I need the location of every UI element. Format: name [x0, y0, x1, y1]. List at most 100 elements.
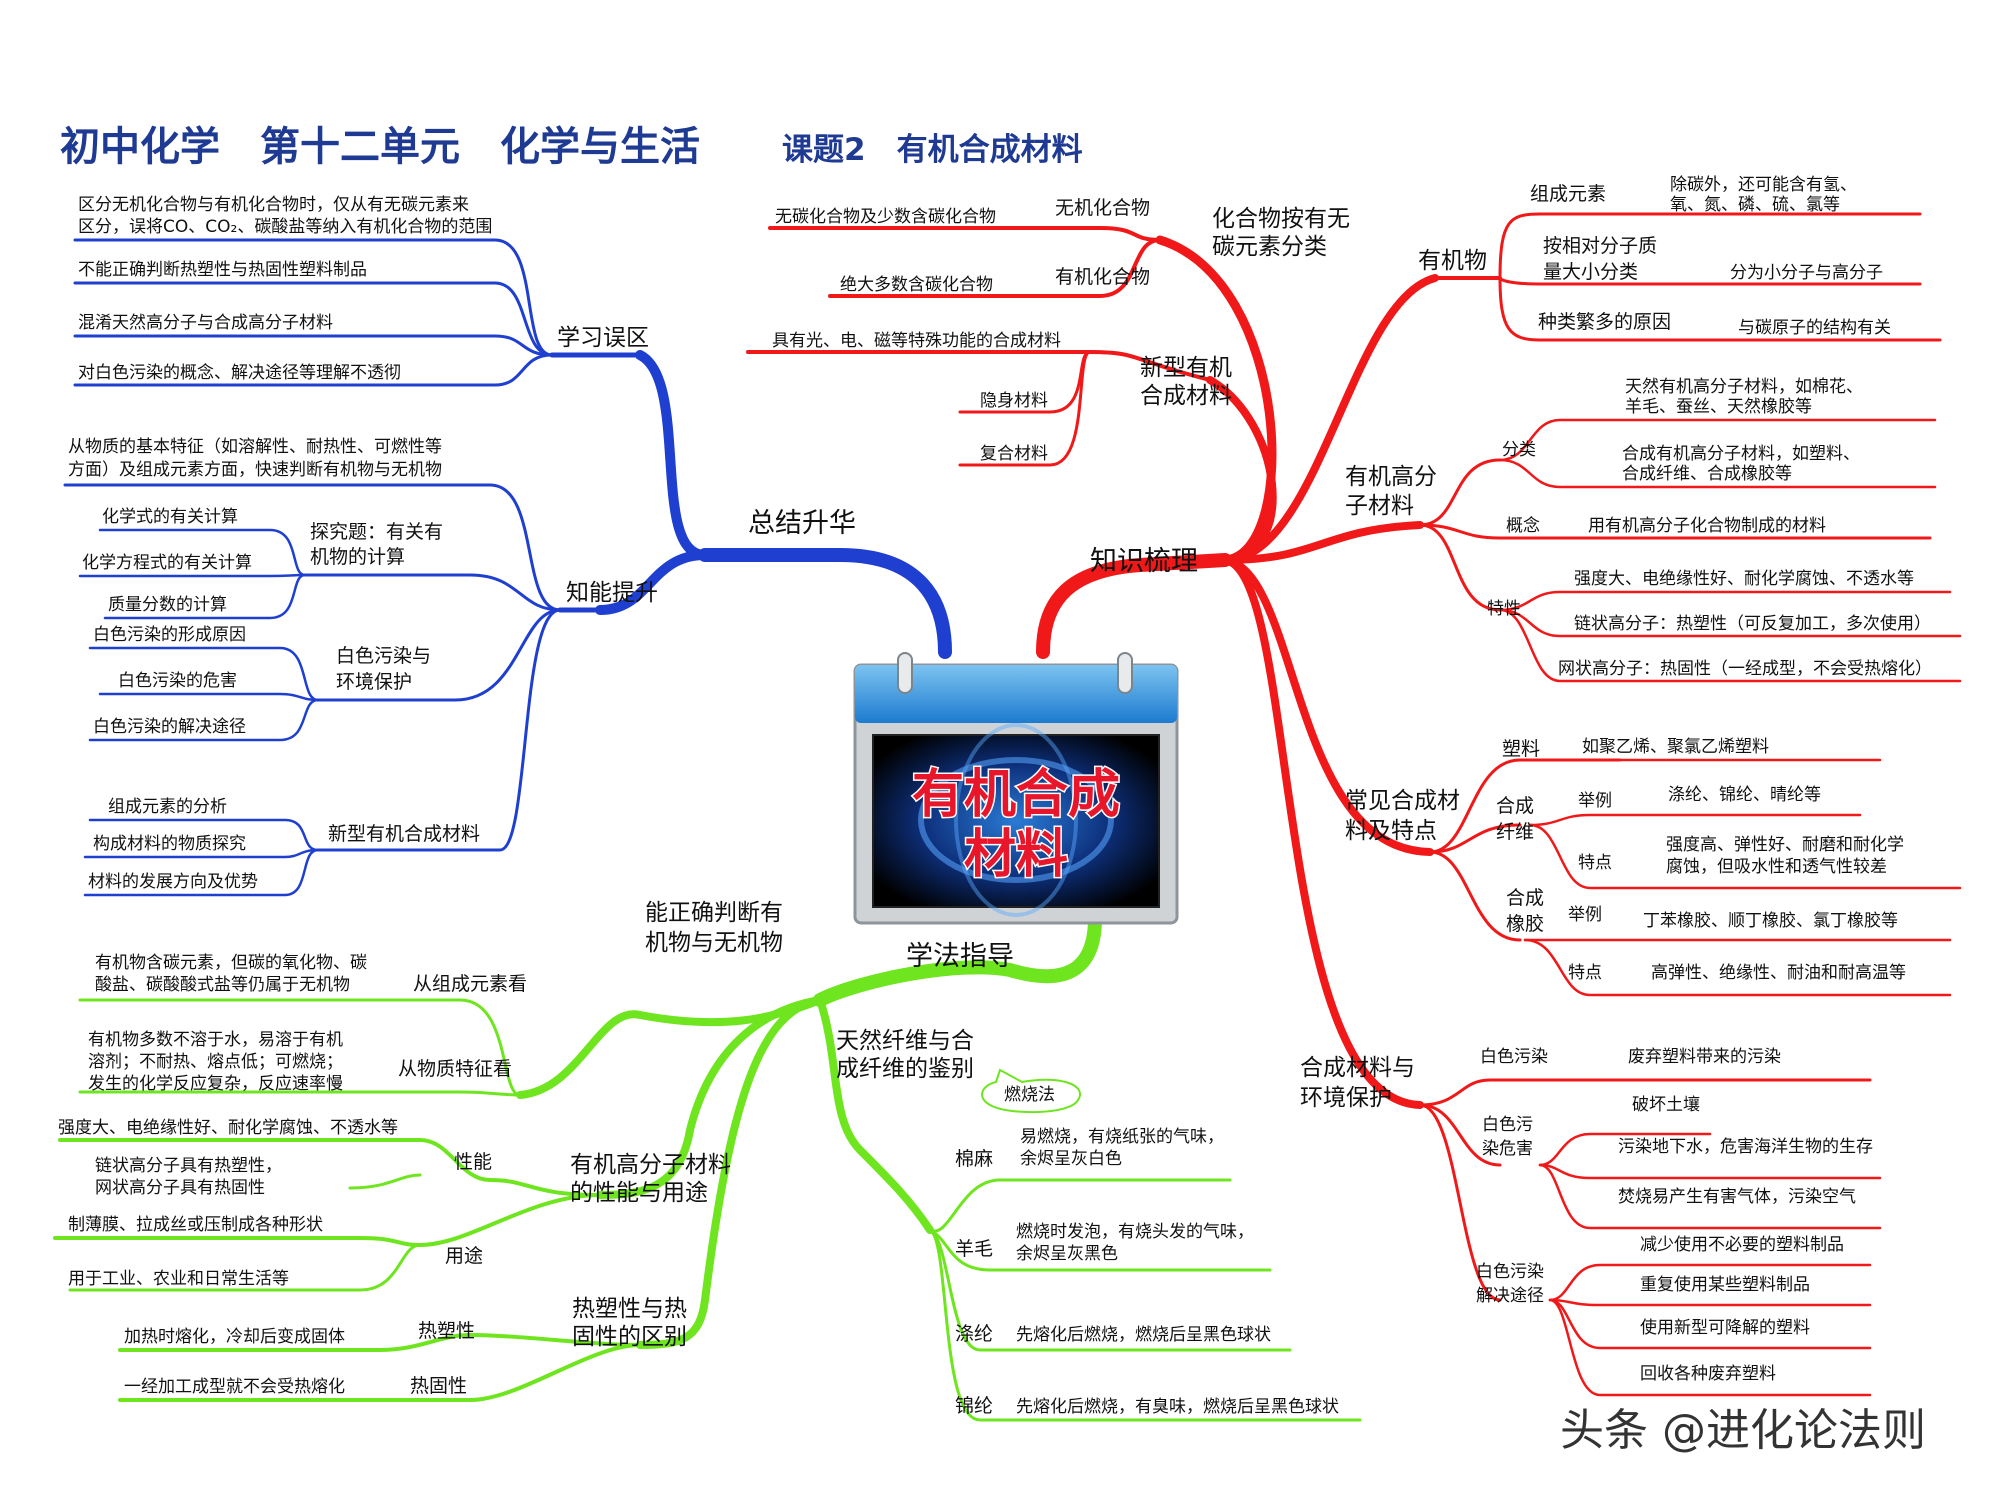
svg-text:减少使用不必要的塑料制品: 减少使用不必要的塑料制品 — [1640, 1234, 1844, 1255]
svg-text:合成纤维、合成橡胶等: 合成纤维、合成橡胶等 — [1622, 464, 1792, 484]
svg-text:一经加工成型就不会受热熔化: 一经加工成型就不会受热熔化 — [124, 1377, 345, 1397]
svg-text:易燃烧，有烧纸张的气味，: 易燃烧，有烧纸张的气味， — [1020, 1127, 1224, 1147]
svg-text:天然纤维与合: 天然纤维与合 — [836, 1028, 974, 1054]
svg-text:燃烧法: 燃烧法 — [1004, 1085, 1055, 1105]
svg-text:组成元素的分析: 组成元素的分析 — [108, 797, 227, 817]
svg-text:白色污染与: 白色污染与 — [336, 645, 431, 667]
branch-zongjie — [63, 238, 952, 897]
svg-text:合成材料: 合成材料 — [1140, 383, 1232, 409]
svg-text:白色污: 白色污 — [1482, 1115, 1533, 1135]
svg-text:用于工业、农业和日常生活等: 用于工业、农业和日常生活等 — [68, 1269, 289, 1289]
svg-text:常见合成材: 常见合成材 — [1345, 788, 1460, 814]
svg-text:化学式的有关计算: 化学式的有关计算 — [102, 507, 238, 527]
svg-text:质量分数的计算: 质量分数的计算 — [108, 595, 227, 615]
svg-text:混淆天然高分子与合成高分子材料: 混淆天然高分子与合成高分子材料 — [78, 313, 333, 333]
svg-text:碳元素分类: 碳元素分类 — [1212, 234, 1327, 260]
svg-text:新型有机: 新型有机 — [1140, 355, 1232, 381]
svg-text:机物与无机物: 机物与无机物 — [645, 930, 783, 956]
svg-text:区分，误将CO、CO₂、碳酸盐等纳入有机化合物的范围: 区分，误将CO、CO₂、碳酸盐等纳入有机化合物的范围 — [78, 217, 492, 237]
svg-text:构成材料的物质探究: 构成材料的物质探究 — [93, 834, 246, 854]
svg-text:无机化合物: 无机化合物 — [1055, 197, 1150, 219]
svg-text:举例: 举例 — [1568, 905, 1602, 925]
svg-text:特点: 特点 — [1568, 963, 1602, 983]
svg-text:白色污染: 白色污染 — [1480, 1047, 1548, 1067]
svg-text:发生的化学反应复杂，反应速率慢: 发生的化学反应复杂，反应速率慢 — [88, 1073, 343, 1094]
svg-text:焚烧易产生有害气体，污染空气: 焚烧易产生有害气体，污染空气 — [1618, 1187, 1856, 1207]
svg-text:方面）及组成元素方面，快速判断有机物与无机物: 方面）及组成元素方面，快速判断有机物与无机物 — [68, 460, 442, 480]
svg-text:固性的区别: 固性的区别 — [572, 1324, 687, 1350]
svg-text:新型有机合成材料: 新型有机合成材料 — [328, 823, 480, 845]
svg-text:分类: 分类 — [1502, 440, 1536, 460]
branch-zhishi — [746, 212, 1962, 1397]
svg-text:塑料: 塑料 — [1502, 738, 1540, 760]
svg-text:破坏土壤: 破坏土壤 — [1632, 1094, 1700, 1115]
svg-text:有机高分: 有机高分 — [1345, 464, 1437, 490]
svg-text:网状高分子具有热固性: 网状高分子具有热固性 — [95, 1178, 265, 1198]
svg-text:课题2 有机合成材料: 课题2 有机合成材料 — [782, 132, 1083, 168]
svg-text:概念: 概念 — [1506, 515, 1540, 536]
svg-text:网状高分子：热固性（一经成型，不会受热熔化）: 网状高分子：热固性（一经成型，不会受热熔化） — [1558, 659, 1932, 679]
svg-text:能正确判断有: 能正确判断有 — [645, 900, 783, 926]
branch-label-zhishi: 知识梳理 — [1090, 546, 1198, 577]
svg-text:组成元素: 组成元素 — [1530, 183, 1606, 205]
svg-text:污染地下水，危害海洋生物的生存: 污染地下水，危害海洋生物的生存 — [1618, 1137, 1873, 1157]
svg-text:种类繁多的原因: 种类繁多的原因 — [1538, 311, 1671, 333]
svg-text:用途: 用途 — [445, 1245, 483, 1267]
svg-text:锦纶: 锦纶 — [955, 1395, 993, 1417]
svg-text:量大小分类: 量大小分类 — [1543, 261, 1638, 283]
svg-text:先熔化后燃烧，有臭味，燃烧后呈黑色球状: 先熔化后燃烧，有臭味，燃烧后呈黑色球状 — [1016, 1397, 1339, 1417]
svg-text:棉麻: 棉麻 — [955, 1148, 993, 1170]
svg-text:强度大、电绝缘性好、耐化学腐蚀、不透水等: 强度大、电绝缘性好、耐化学腐蚀、不透水等 — [1574, 569, 1914, 589]
svg-text:与碳原子的结构有关: 与碳原子的结构有关 — [1738, 318, 1891, 338]
svg-text:制薄膜、拉成丝或压制成各种形状: 制薄膜、拉成丝或压制成各种形状 — [68, 1215, 323, 1235]
center-title-line2: 材料 — [964, 825, 1068, 885]
page-title: 初中化学 第十二单元 化学与生活 课题2 有机合成材料 — [60, 124, 1083, 170]
svg-text:除碳外，还可能含有氢、: 除碳外，还可能含有氢、 — [1670, 175, 1857, 195]
svg-text:机物的计算: 机物的计算 — [310, 546, 405, 568]
svg-text:白色污染: 白色污染 — [1476, 1262, 1544, 1282]
svg-text:燃烧时发泡，有烧头发的气味，: 燃烧时发泡，有烧头发的气味， — [1016, 1222, 1254, 1242]
svg-text:用有机高分子化合物制成的材料: 用有机高分子化合物制成的材料 — [1588, 516, 1826, 536]
svg-text:丁苯橡胶、顺丁橡胶、氯丁橡胶等: 丁苯橡胶、顺丁橡胶、氯丁橡胶等 — [1643, 911, 1898, 931]
svg-text:余烬呈灰黑色: 余烬呈灰黑色 — [1016, 1244, 1118, 1264]
svg-text:废弃塑料带来的污染: 废弃塑料带来的污染 — [1628, 1047, 1781, 1067]
svg-text:如聚乙烯、聚氯乙烯塑料: 如聚乙烯、聚氯乙烯塑料 — [1582, 737, 1769, 757]
svg-text:白色污染的形成原因: 白色污染的形成原因 — [93, 625, 246, 645]
red-labels: 知识梳理 化合物按有无 碳元素分类 无机化合物 无碳化合物及少数含碳化合物 有机… — [772, 175, 1932, 1384]
bubble-ranshao: 燃烧法 — [981, 1068, 1081, 1114]
svg-text:热塑性与热: 热塑性与热 — [572, 1296, 687, 1322]
svg-text:溶剂；不耐热、熔点低；可燃烧；: 溶剂；不耐热、熔点低；可燃烧； — [88, 1052, 343, 1072]
svg-text:使用新型可降解的塑料: 使用新型可降解的塑料 — [1640, 1317, 1810, 1338]
svg-text:特点: 特点 — [1578, 853, 1612, 873]
svg-text:余烬呈灰白色: 余烬呈灰白色 — [1020, 1149, 1122, 1169]
svg-text:环境保护: 环境保护 — [1300, 1085, 1392, 1111]
green-labels: 学法指导 能正确判断有 机物与无机物 从组成元素看 有机物含碳元素，但碳的氧化物… — [58, 900, 1339, 1417]
svg-text:氧、氮、磷、硫、氯等: 氧、氮、磷、硫、氯等 — [1670, 195, 1840, 215]
svg-text:区分无机化合物与有机化合物时，仅从有无碳元素来: 区分无机化合物与有机化合物时，仅从有无碳元素来 — [78, 195, 469, 215]
svg-text:链状高分子具有热塑性，: 链状高分子具有热塑性， — [95, 1156, 282, 1176]
svg-text:合成: 合成 — [1506, 887, 1544, 909]
svg-text:探究题：有关有: 探究题：有关有 — [310, 521, 443, 543]
svg-text:初中化学 第十二单元 化学与生活: 初中化学 第十二单元 化学与生活 — [60, 124, 700, 170]
svg-text:绝大多数含碳化合物: 绝大多数含碳化合物 — [840, 275, 993, 295]
center-node: 有机合成 材料 — [853, 652, 1179, 925]
svg-text:回收各种废弃塑料: 回收各种废弃塑料 — [1640, 1364, 1776, 1384]
svg-text:有机物含碳元素，但碳的氧化物、碳: 有机物含碳元素，但碳的氧化物、碳 — [95, 953, 367, 973]
svg-text:羊毛: 羊毛 — [955, 1238, 993, 1260]
svg-text:纤维: 纤维 — [1496, 821, 1534, 843]
svg-text:从物质的基本特征（如溶解性、耐热性、可燃性等: 从物质的基本特征（如溶解性、耐热性、可燃性等 — [68, 437, 442, 457]
svg-text:强度大、电绝缘性好、耐化学腐蚀、不透水等: 强度大、电绝缘性好、耐化学腐蚀、不透水等 — [58, 1118, 398, 1138]
svg-text:热塑性: 热塑性 — [418, 1320, 475, 1342]
blue-labels: 总结升华 学习误区 区分无机化合物与有机化合物时，仅从有无碳元素来 区分，误将C… — [68, 195, 856, 892]
svg-text:无碳化合物及少数含碳化合物: 无碳化合物及少数含碳化合物 — [775, 207, 996, 227]
svg-text:化合物按有无: 化合物按有无 — [1212, 206, 1350, 232]
svg-text:涤纶、锦纶、晴纶等: 涤纶、锦纶、晴纶等 — [1668, 785, 1821, 805]
svg-text:对白色污染的概念、解决途径等理解不透彻: 对白色污染的概念、解决途径等理解不透彻 — [78, 362, 401, 383]
svg-text:合成: 合成 — [1496, 795, 1534, 817]
svg-text:酸盐、碳酸酸式盐等仍属于无机物: 酸盐、碳酸酸式盐等仍属于无机物 — [95, 975, 350, 995]
branch-label-zongjie: 总结升华 — [748, 508, 856, 539]
svg-text:的性能与用途: 的性能与用途 — [570, 1180, 708, 1206]
branch-label-xuefa: 学法指导 — [906, 941, 1014, 972]
svg-text:料及特点: 料及特点 — [1345, 818, 1437, 844]
